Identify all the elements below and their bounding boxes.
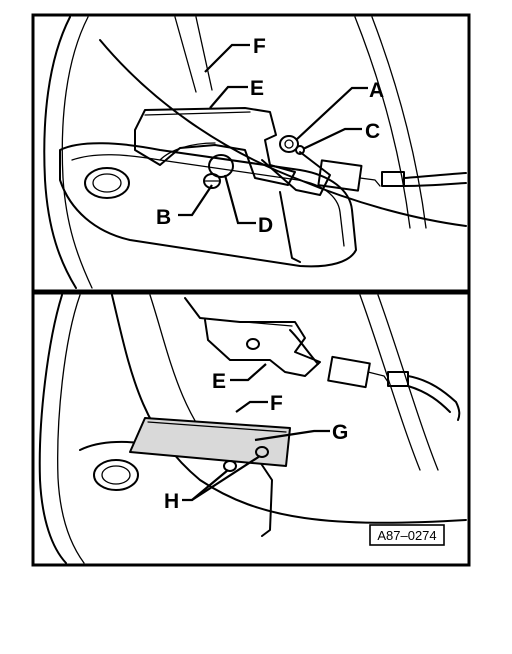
leader-b xyxy=(178,184,213,217)
bottom-panel-labels: E F G H xyxy=(164,370,348,513)
label-e-bottom: E xyxy=(212,370,226,393)
top-panel-labels: F E A C B D xyxy=(156,35,384,237)
label-b: B xyxy=(156,206,171,229)
leader-f-bottom xyxy=(235,400,268,413)
leader-a xyxy=(295,86,368,141)
label-a: A xyxy=(369,79,384,102)
leader-e-bottom xyxy=(230,363,267,382)
leader-g xyxy=(254,429,330,442)
top-panel-frame xyxy=(31,13,471,293)
label-f-top: F xyxy=(253,35,266,58)
leader-e-top xyxy=(209,85,248,109)
top-panel-drawing xyxy=(43,16,467,289)
label-h: H xyxy=(164,490,179,513)
leader-d xyxy=(223,174,256,225)
label-g: G xyxy=(332,421,348,444)
top-panel-leaders xyxy=(178,43,368,225)
leader-h-1 xyxy=(182,469,229,502)
label-c: C xyxy=(365,120,380,143)
top-panel: F E A C B D xyxy=(31,13,471,293)
reference-code: A87–0274 xyxy=(377,528,436,543)
reference-code-box: A87–0274 xyxy=(369,524,445,546)
plate-g xyxy=(129,417,291,467)
leader-c xyxy=(302,127,362,150)
leader-f-top xyxy=(204,43,250,73)
bottom-panel-drawing xyxy=(38,294,467,564)
bottom-panel-leaders xyxy=(182,363,330,502)
leader-h-2 xyxy=(191,455,261,501)
label-f-bottom: F xyxy=(270,392,283,415)
bottom-panel-frame xyxy=(31,291,471,567)
label-d: D xyxy=(258,214,273,237)
label-e-top: E xyxy=(250,77,264,100)
bottom-panel: E F G H A87–0274 xyxy=(31,291,471,567)
